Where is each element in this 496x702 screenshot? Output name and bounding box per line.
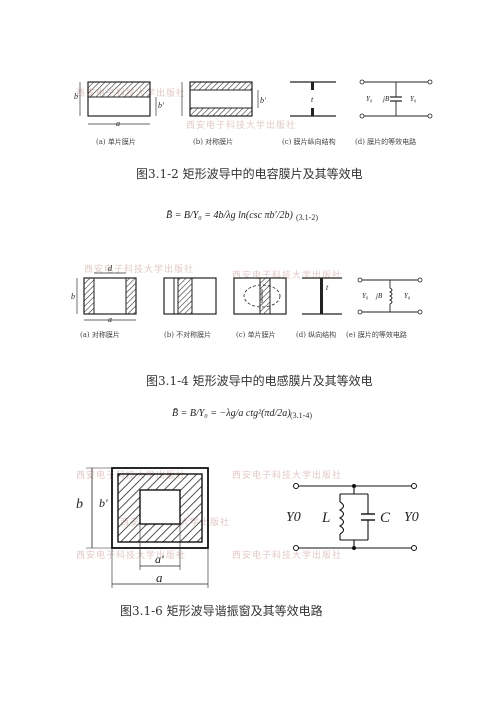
fig1-label-y0-left: Y₀ xyxy=(366,95,373,103)
fig2-label-jb: jB xyxy=(376,292,383,300)
watermark: 西安电子科技大学出版社 xyxy=(186,121,297,131)
fig1-sub-b: (b) 对称膜片 xyxy=(193,138,234,146)
fig1-label-b-prime: b' xyxy=(158,101,164,110)
fig2-d-diagram xyxy=(302,277,342,315)
fig2-b-diagram xyxy=(163,277,217,315)
fig2-label-d: d xyxy=(108,264,112,273)
fig1-label-a: a xyxy=(116,119,120,128)
fig1-a-diagram xyxy=(79,81,157,125)
fig3-equivalent-circuit xyxy=(293,483,417,551)
fig2-label-y0-left: Y₀ xyxy=(362,292,369,300)
figure2-caption: 图3.1-4 矩形波导中的电感膜片及其等效电 xyxy=(146,374,373,388)
fig2-a-diagram xyxy=(76,272,137,321)
fig2-label-t: t xyxy=(326,283,329,292)
figure3-caption: 图3.1-6 矩形波导谐振窗及其等效电路 xyxy=(120,604,323,618)
equation2: B̄ = B/Y₀ = −λg/a ctg²(πd/2a) xyxy=(172,408,291,419)
fig3-label-y0-right: Y0 xyxy=(404,510,419,525)
fig2-sub-c: (c) 单片膜片 xyxy=(236,331,276,339)
watermark: 西安电子科技大学出版社 xyxy=(84,265,195,275)
watermark: 西安电子科技大学出版社 xyxy=(232,271,343,281)
fig3-label-b-prime: b′ xyxy=(99,496,108,510)
fig3-label-l: L xyxy=(322,510,331,526)
fig2-c-diagram xyxy=(233,277,287,315)
equation2-number: (3.1-4) xyxy=(290,411,312,420)
fig1-label-t: t xyxy=(311,95,314,104)
fig3-label-a-prime: a′ xyxy=(155,552,164,566)
fig1-d-circuit xyxy=(359,79,433,119)
fig1-c-diagram xyxy=(290,81,336,117)
fig1-label-b-prime-2: b' xyxy=(260,96,266,105)
fig1-b-diagram xyxy=(181,81,259,117)
fig3-label-b: b xyxy=(76,497,83,512)
watermark: 西安电子科技大学出版社 xyxy=(232,551,343,561)
fig2-label-y0-right: Y₀ xyxy=(404,292,411,300)
fig1-sub-c: (c) 膜片纵向结构 xyxy=(282,138,336,146)
equation1-number: (3.1-2) xyxy=(296,213,318,222)
fig3-label-y0-left: Y0 xyxy=(286,510,301,525)
fig2-sub-d: (d) 纵向结构 xyxy=(296,331,337,339)
fig3-label-a: a xyxy=(156,570,163,585)
fig1-label-b: b xyxy=(74,92,78,101)
fig2-e-circuit xyxy=(357,277,423,315)
fig3-label-c: C xyxy=(380,510,391,526)
figure1-caption: 图3.1-2 矩形波导中的电容膜片及其等效电 xyxy=(136,167,363,181)
fig2-label-b: b xyxy=(71,292,75,301)
fig1-sub-a: (a) 单片膜片 xyxy=(96,138,136,146)
fig2-label-a: a xyxy=(108,315,112,324)
fig2-sub-e: (e) 膜片的等效电路 xyxy=(346,331,407,339)
fig2-sub-a: (a) 对称膜片 xyxy=(80,331,120,339)
fig3-resonant-window xyxy=(86,467,209,588)
fig1-label-y0-right: Y₀ xyxy=(410,95,417,103)
fig1-sub-d: (d) 膜片的等效电路 xyxy=(355,138,417,146)
fig2-sub-b: (b) 不对称膜片 xyxy=(164,331,212,339)
watermark: 西安电子科技大学出版社 xyxy=(76,551,187,561)
equation1: B̄ = B/Y₀ = 4b/λg ln(csc πb′/2b) xyxy=(166,210,293,221)
fig1-label-jb: jB xyxy=(383,95,390,103)
watermark: 西安电子科技大学出版社 xyxy=(232,471,343,481)
